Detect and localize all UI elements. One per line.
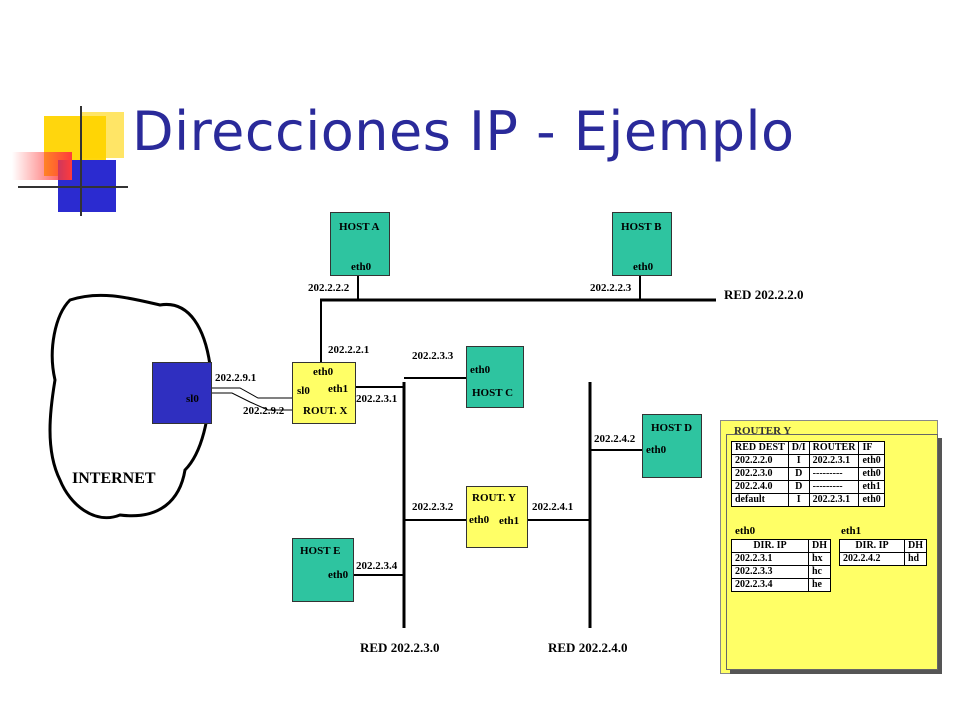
host-a-name: HOST A <box>339 221 380 233</box>
host-a-iface: eth0 <box>351 261 372 273</box>
router-y-eth1-ip: 202.2.4.1 <box>532 501 574 513</box>
arp-header-cell: DIR. IP <box>839 539 905 553</box>
table-cell: I <box>787 454 810 468</box>
router-y-name: ROUT. Y <box>472 492 516 504</box>
internet-sl0-label: sl0 <box>186 393 199 405</box>
table-cell: --------- <box>808 467 860 481</box>
router-x-eth1-ip: 202.2.3.1 <box>356 393 398 405</box>
table-cell: 202.2.4.2 <box>839 552 905 566</box>
slide-title: Direcciones IP - Ejemplo <box>132 100 795 163</box>
arp-table-header: DIR. IP DH <box>839 539 927 553</box>
table-cell: D <box>787 467 810 481</box>
arp-eth1-label: eth1 <box>841 525 862 537</box>
routing-header-cell: D/I <box>787 441 810 455</box>
host-e-iface: eth0 <box>328 569 349 581</box>
routing-header-cell: ROUTER <box>808 441 860 455</box>
router-x-eth1: eth1 <box>328 383 349 395</box>
arp-header-cell: DH <box>904 539 927 553</box>
table-cell: he <box>808 578 831 592</box>
host-e[interactable]: HOST E eth0 <box>292 538 354 602</box>
arp-table-header: DIR. IP DH <box>731 539 831 553</box>
router-x-sl0-ip: 202.2.9.2 <box>243 405 285 417</box>
table-cell: 202.2.4.0 <box>731 480 789 494</box>
table-cell: eth1 <box>858 480 885 494</box>
table-cell: 202.2.3.4 <box>731 578 809 592</box>
table-row: 202.2.3.1 hx <box>731 552 831 566</box>
router-y-eth0-ip: 202.2.3.2 <box>412 501 454 513</box>
table-cell: 202.2.3.0 <box>731 467 789 481</box>
table-row: 202.2.2.0 I 202.2.3.1 eth0 <box>731 454 885 468</box>
routing-panel: RED DEST D/I ROUTER IF 202.2.2.0 I 202.2… <box>726 434 938 670</box>
router-x-eth0: eth0 <box>313 366 334 378</box>
table-cell: I <box>787 493 810 507</box>
table-cell: D <box>787 480 810 494</box>
table-cell: default <box>731 493 789 507</box>
host-c-iface: eth0 <box>470 364 491 376</box>
host-e-ip: 202.2.3.4 <box>356 560 398 572</box>
internet-ip-label: 202.2.9.1 <box>215 372 257 384</box>
table-row: 202.2.3.3 hc <box>731 565 831 579</box>
table-cell: --------- <box>808 480 860 494</box>
network-202-2-3-0-label: RED 202.2.3.0 <box>360 640 440 655</box>
table-cell: 202.2.3.1 <box>808 454 860 468</box>
table-cell: hd <box>904 552 927 566</box>
internet-router-node[interactable]: sl0 <box>152 362 212 424</box>
table-row: 202.2.3.4 he <box>731 578 831 592</box>
arp-table-eth0: DIR. IP DH 202.2.3.1 hx 202.2.3.3 hc 202… <box>731 539 831 592</box>
host-b[interactable]: HOST B eth0 <box>612 212 672 276</box>
table-cell: 202.2.3.1 <box>731 552 809 566</box>
arp-header-cell: DIR. IP <box>731 539 809 553</box>
host-a-ip: 202.2.2.2 <box>308 282 350 294</box>
host-c-ip: 202.2.3.3 <box>412 350 454 362</box>
host-b-ip: 202.2.2.3 <box>590 282 632 294</box>
host-c-name: HOST C <box>472 387 514 399</box>
routing-table: RED DEST D/I ROUTER IF 202.2.2.0 I 202.2… <box>731 441 885 507</box>
slide-logo <box>0 0 140 220</box>
network-202-2-2-0-label: RED 202.2.2.0 <box>724 287 804 302</box>
table-cell: eth0 <box>858 454 885 468</box>
host-b-name: HOST B <box>621 221 662 233</box>
router-y[interactable]: ROUT. Y eth0 eth1 <box>466 486 528 548</box>
host-c[interactable]: eth0 HOST C <box>466 346 524 408</box>
table-cell: 202.2.3.1 <box>808 493 860 507</box>
host-b-iface: eth0 <box>633 261 654 273</box>
table-cell: hx <box>808 552 831 566</box>
router-x-eth0-ip: 202.2.2.1 <box>328 344 370 356</box>
table-cell: 202.2.2.0 <box>731 454 789 468</box>
network-202-2-4-0-label: RED 202.2.4.0 <box>548 640 628 655</box>
routing-header-cell: IF <box>858 441 885 455</box>
host-a[interactable]: HOST A eth0 <box>330 212 390 276</box>
table-cell: eth0 <box>858 493 885 507</box>
host-d-name: HOST D <box>651 422 693 434</box>
table-cell: 202.2.3.3 <box>731 565 809 579</box>
table-row: 202.2.4.0 D --------- eth1 <box>731 480 885 494</box>
host-d[interactable]: HOST D eth0 <box>642 414 702 478</box>
router-y-eth0: eth0 <box>469 514 490 526</box>
table-cell: eth0 <box>858 467 885 481</box>
table-row: 202.2.3.0 D --------- eth0 <box>731 467 885 481</box>
router-x[interactable]: eth0 sl0 eth1 ROUT. X <box>292 362 356 424</box>
routing-table-header: RED DEST D/I ROUTER IF <box>731 441 885 455</box>
table-cell: hc <box>808 565 831 579</box>
host-d-iface: eth0 <box>646 444 667 456</box>
arp-eth0-label: eth0 <box>735 525 756 537</box>
routing-header-cell: RED DEST <box>731 441 789 455</box>
table-row: 202.2.4.2 hd <box>839 552 927 566</box>
internet-label: INTERNET <box>72 470 156 487</box>
host-e-name: HOST E <box>300 545 341 557</box>
router-y-eth1: eth1 <box>499 515 520 527</box>
table-row: default I 202.2.3.1 eth0 <box>731 493 885 507</box>
arp-header-cell: DH <box>808 539 831 553</box>
router-x-name: ROUT. X <box>303 405 348 417</box>
router-x-sl0: sl0 <box>297 385 310 397</box>
arp-table-eth1: DIR. IP DH 202.2.4.2 hd <box>839 539 927 566</box>
host-d-ip: 202.2.4.2 <box>594 433 636 445</box>
